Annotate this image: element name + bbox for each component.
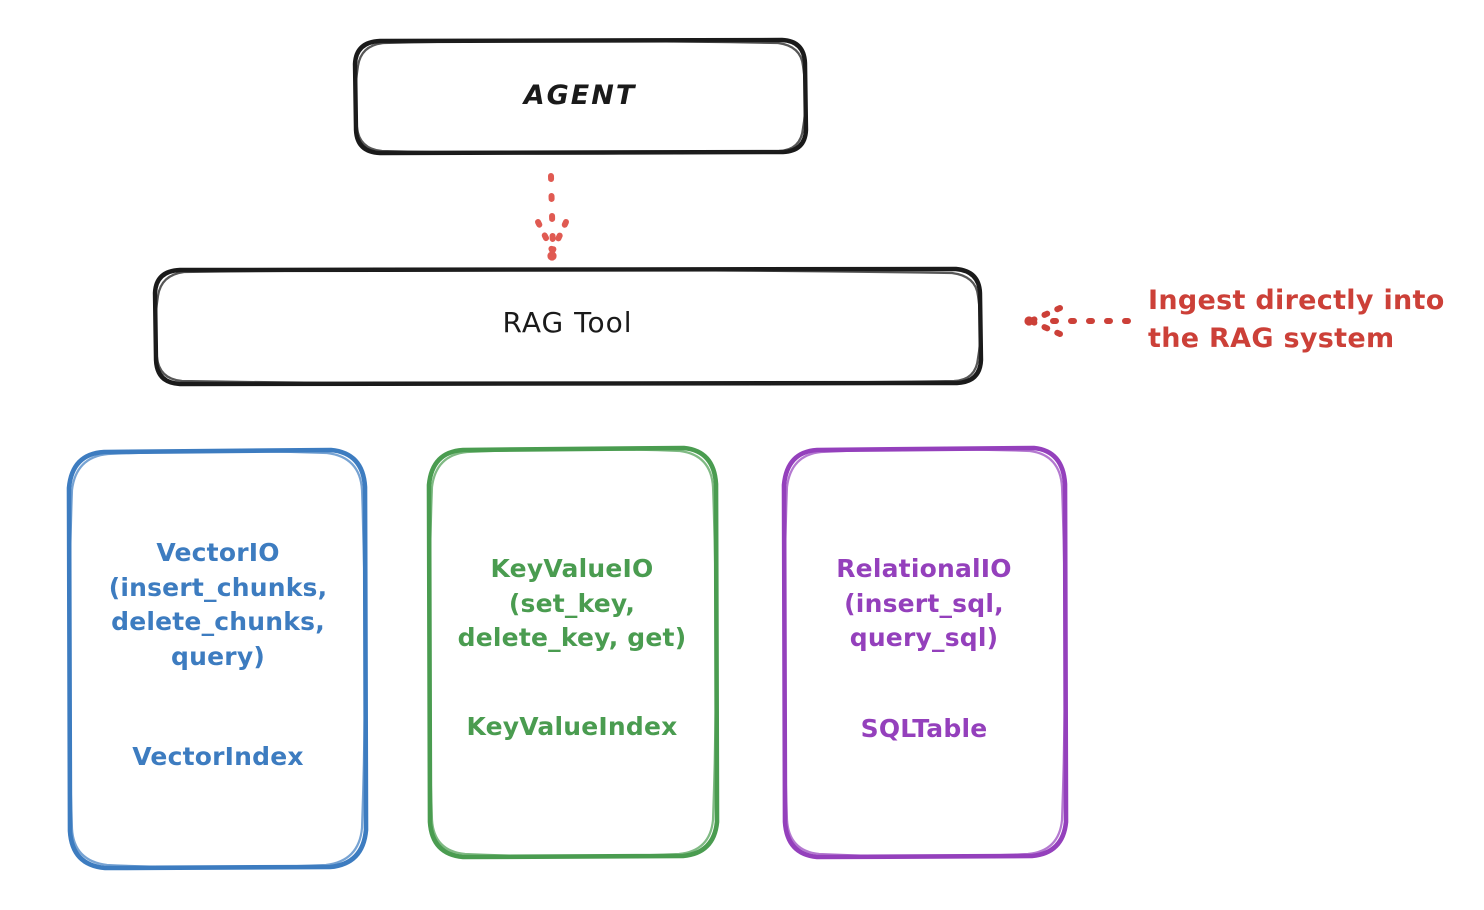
key-value-index-label: KeyValueIndex [466,712,678,741]
vector-io-box-outline [66,447,369,871]
arrow-tip [547,251,557,261]
relational-io-box-outline-sketch [782,448,1067,858]
agent-box-outline-sketch [354,39,807,155]
agent-to-rag-tool-arrow [535,173,569,261]
relational-io-node[interactable] [781,445,1069,860]
relational-io-box-outline [781,445,1069,860]
arrowhead-right [550,219,569,253]
rag-tool-node[interactable] [152,266,984,387]
ingest-annotation-text: Ingest directly into the RAG system [1148,285,1445,355]
key-value-io-box-outline-sketch [427,448,718,858]
rag-tool-box-outline-sketch [154,268,982,386]
arrow-tip [1024,316,1034,326]
arrowhead-upper [1030,305,1063,323]
sql-table-label: SQLTable [860,714,988,743]
vector-index-label: VectorIndex [132,742,304,771]
arrowhead-left [535,219,555,253]
arrow-shaft [548,173,556,255]
key-value-io-label: KeyValueIO (set_key, delete_key, get) [457,554,687,652]
agent-box-outline [352,37,809,156]
ingest-to-rag-tool-arrow [1024,305,1131,337]
relational-io-label: RelationalIO (insert_sql, query_sql) [836,554,1012,652]
key-value-io-box-outline [426,445,720,860]
vector-io-node[interactable] [66,447,369,871]
arrowhead-lower [1030,319,1063,337]
rag-tool-box-outline [152,266,984,387]
vector-io-box-outline-sketch [67,450,367,869]
vector-io-label: VectorIO (insert_chunks, delete_chunks, … [108,538,328,671]
agent-node[interactable] [352,37,809,156]
key-value-io-node[interactable] [426,445,720,860]
